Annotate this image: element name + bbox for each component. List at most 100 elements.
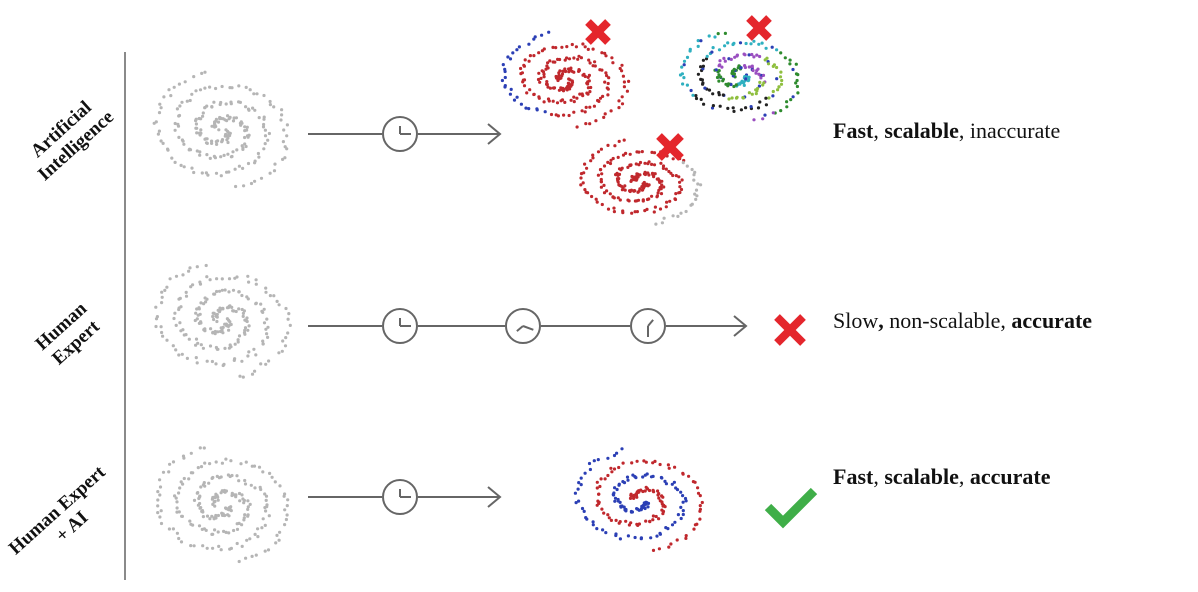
data-point <box>710 50 714 54</box>
data-point <box>189 451 193 455</box>
data-point <box>579 476 583 480</box>
data-point <box>213 120 217 124</box>
data-point <box>181 273 185 277</box>
data-point <box>180 100 184 104</box>
data-point <box>656 493 660 497</box>
data-point <box>236 338 240 342</box>
data-point <box>694 94 698 98</box>
data-point <box>199 343 203 347</box>
data-point <box>595 480 599 484</box>
data-point <box>646 162 650 166</box>
data-point <box>729 82 733 87</box>
data-point <box>180 352 184 356</box>
data-point <box>279 118 283 122</box>
data-point <box>528 54 533 58</box>
unlabeled-data-cluster <box>152 70 289 189</box>
data-point <box>247 108 251 112</box>
data-point <box>261 517 265 521</box>
data-point <box>546 61 550 65</box>
data-point <box>218 307 222 311</box>
data-point <box>626 198 630 202</box>
data-point <box>208 278 212 282</box>
data-point <box>567 82 571 86</box>
data-point <box>660 476 664 480</box>
data-point <box>542 47 546 51</box>
data-point <box>648 520 652 524</box>
data-point <box>669 542 673 546</box>
data-point <box>275 533 279 538</box>
data-point <box>574 501 578 505</box>
data-point <box>182 142 186 146</box>
data-point <box>584 105 588 109</box>
data-point <box>283 508 287 512</box>
data-point <box>237 491 242 496</box>
data-point <box>701 64 706 68</box>
data-point <box>512 98 517 102</box>
data-point <box>620 447 624 451</box>
data-point <box>511 51 515 55</box>
description-segment: accurate <box>969 464 1051 489</box>
data-point <box>182 165 186 169</box>
data-point <box>173 160 177 164</box>
data-point <box>789 98 793 102</box>
data-point <box>587 461 592 466</box>
data-point <box>188 519 192 523</box>
data-point <box>241 314 245 318</box>
data-point <box>253 369 257 373</box>
data-point <box>536 77 541 82</box>
data-point <box>159 106 163 110</box>
data-point <box>227 290 231 294</box>
data-point <box>621 461 625 465</box>
data-point <box>693 480 697 484</box>
data-point <box>196 313 200 317</box>
data-point <box>582 509 586 513</box>
data-point <box>754 71 758 75</box>
data-point <box>181 454 186 458</box>
data-point <box>612 206 616 210</box>
data-point <box>765 56 769 60</box>
data-point <box>246 514 250 518</box>
unlabeled-data-cluster <box>156 446 290 564</box>
data-point <box>266 335 270 339</box>
data-point <box>211 311 215 315</box>
data-point <box>718 104 722 108</box>
data-point <box>208 156 212 160</box>
row-label-divider <box>124 52 126 580</box>
data-point <box>243 125 247 129</box>
data-point <box>244 556 248 560</box>
data-point <box>605 86 609 90</box>
data-point <box>717 91 721 95</box>
data-point <box>684 534 688 538</box>
data-point <box>194 337 199 341</box>
data-point <box>158 102 162 106</box>
data-point <box>646 184 650 188</box>
data-point <box>262 307 266 311</box>
data-point <box>641 188 645 192</box>
data-point <box>788 62 792 66</box>
data-point <box>274 541 278 545</box>
data-point <box>232 309 236 313</box>
data-point <box>244 85 248 89</box>
data-point <box>685 164 689 168</box>
data-point <box>596 150 601 154</box>
description-segment: , <box>958 464 970 489</box>
data-point <box>194 356 198 360</box>
data-point <box>757 72 761 76</box>
data-point <box>198 446 202 450</box>
data-point <box>215 289 219 294</box>
data-point <box>177 491 181 495</box>
data-point <box>683 496 688 501</box>
data-point <box>679 505 683 509</box>
data-point <box>692 173 696 177</box>
clock-icon <box>505 308 541 344</box>
data-point <box>254 553 258 557</box>
data-point <box>583 110 587 114</box>
data-point <box>185 99 189 103</box>
data-point <box>245 125 249 129</box>
data-point <box>603 51 607 56</box>
data-point <box>215 142 219 146</box>
data-point <box>187 477 191 481</box>
data-point <box>646 501 651 505</box>
data-point <box>241 311 245 315</box>
